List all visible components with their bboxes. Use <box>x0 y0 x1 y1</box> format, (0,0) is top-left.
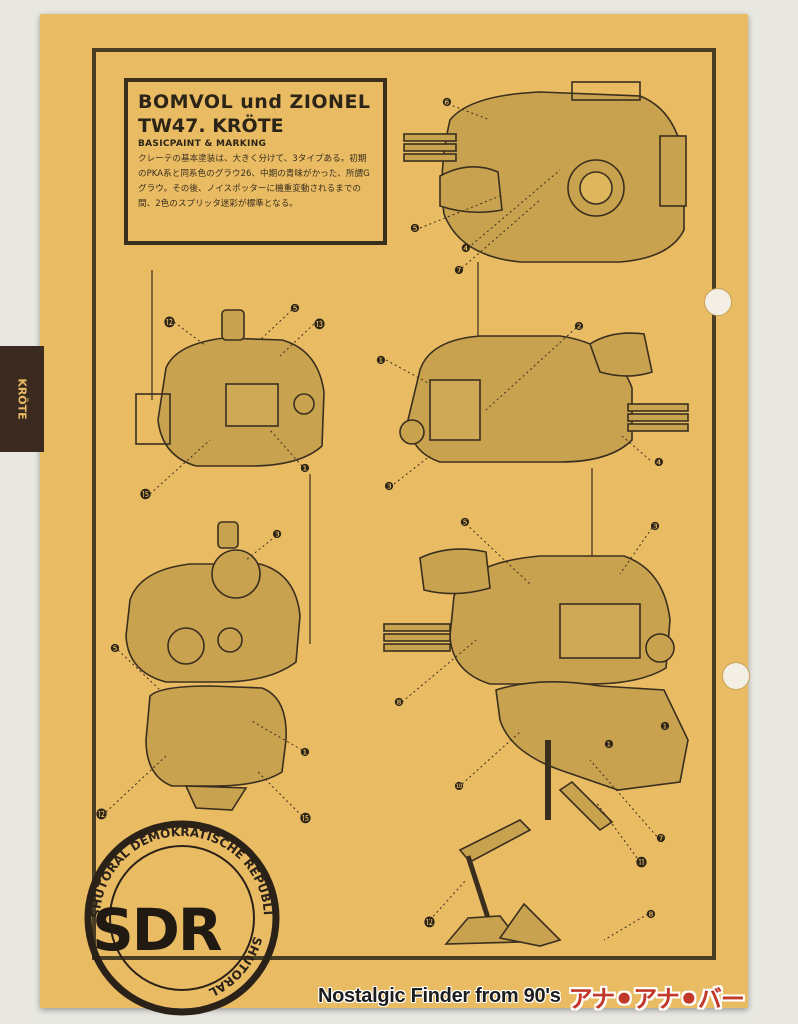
binder-hole-bottom <box>722 662 750 690</box>
page-border-frame <box>92 48 716 960</box>
callout-5c: ❺ <box>110 642 120 655</box>
callout-5b: ❺ <box>290 302 300 315</box>
callout-4b: ❹ <box>654 456 664 469</box>
callout-7b: ❼ <box>656 832 666 845</box>
subtitle: BASICPAINT & MARKING <box>138 139 267 149</box>
callout-10: ❿ <box>454 780 464 793</box>
callout-3: ❸ <box>384 480 394 493</box>
callout-6: ❻ <box>442 96 452 109</box>
footer-logo: アナ⚫アナ⚫バー <box>568 984 745 1013</box>
footer-caption: Nostalgic Finder from 90's <box>318 984 561 1007</box>
robot-side-view <box>399 262 689 463</box>
callout-1: ❶ <box>376 354 386 367</box>
side-index-tab: KRÖTE <box>0 346 44 452</box>
callout-12b: ⓬ <box>96 808 107 821</box>
description-text: クレーテの基本塗装は、大きく分けて、3タイプある。初期のPKA系と同系色のグラウ… <box>138 154 370 209</box>
watermark-footer: Nostalgic Finder from 90's アナ⚫アナ⚫バー <box>318 978 745 1014</box>
callout-markers: ❻ ❺ ❹ ❼ ❶ ❷ ❸ ❹ ⓬ ❺ ⓭ ⓯ ❶ ❸ ❺ ❶ ⓬ ⓯ ❺ ❸ … <box>96 96 670 929</box>
title-box: BOMVOL und ZIONEL TW47. KRÖTE BASICPAINT… <box>124 78 387 245</box>
callout-12: ⓬ <box>164 316 175 329</box>
robot-front-view <box>403 81 687 263</box>
seal-abbreviation: SDR <box>92 896 222 964</box>
callout-8: ❽ <box>394 696 404 709</box>
callout-5: ❺ <box>410 222 420 235</box>
callout-1c: ❶ <box>300 746 310 759</box>
callout-7: ❼ <box>454 264 464 277</box>
callout-12c: ⓬ <box>424 916 435 929</box>
sdr-seal-stamp: SHUTORAL DEMOKRATISCHE REPUBLIK SHUTORAL… <box>0 0 280 1016</box>
robot-top-view <box>125 474 311 811</box>
callout-3c: ❸ <box>650 520 660 533</box>
callout-1b: ❶ <box>300 462 310 475</box>
leader-lines <box>105 103 661 941</box>
robot-walker-view <box>383 468 689 947</box>
callout-1e: ❶ <box>604 738 614 751</box>
callout-1d: ❶ <box>660 720 670 733</box>
title-line-2: TW47. KRÖTE <box>138 115 284 137</box>
callout-3b: ❸ <box>272 528 282 541</box>
title-line-1: BOMVOL und ZIONEL <box>138 91 371 113</box>
robot-rear-view <box>135 270 325 467</box>
callout-2: ❷ <box>574 320 584 333</box>
callout-13: ⓭ <box>314 318 325 331</box>
binder-hole-top <box>704 288 732 316</box>
callout-15b: ⓯ <box>300 812 311 825</box>
callout-11: ⓫ <box>636 856 647 869</box>
callout-5d: ❺ <box>460 516 470 529</box>
callout-15: ⓯ <box>140 488 151 501</box>
callout-4: ❹ <box>461 242 471 255</box>
callout-8b: ❽ <box>646 908 656 921</box>
